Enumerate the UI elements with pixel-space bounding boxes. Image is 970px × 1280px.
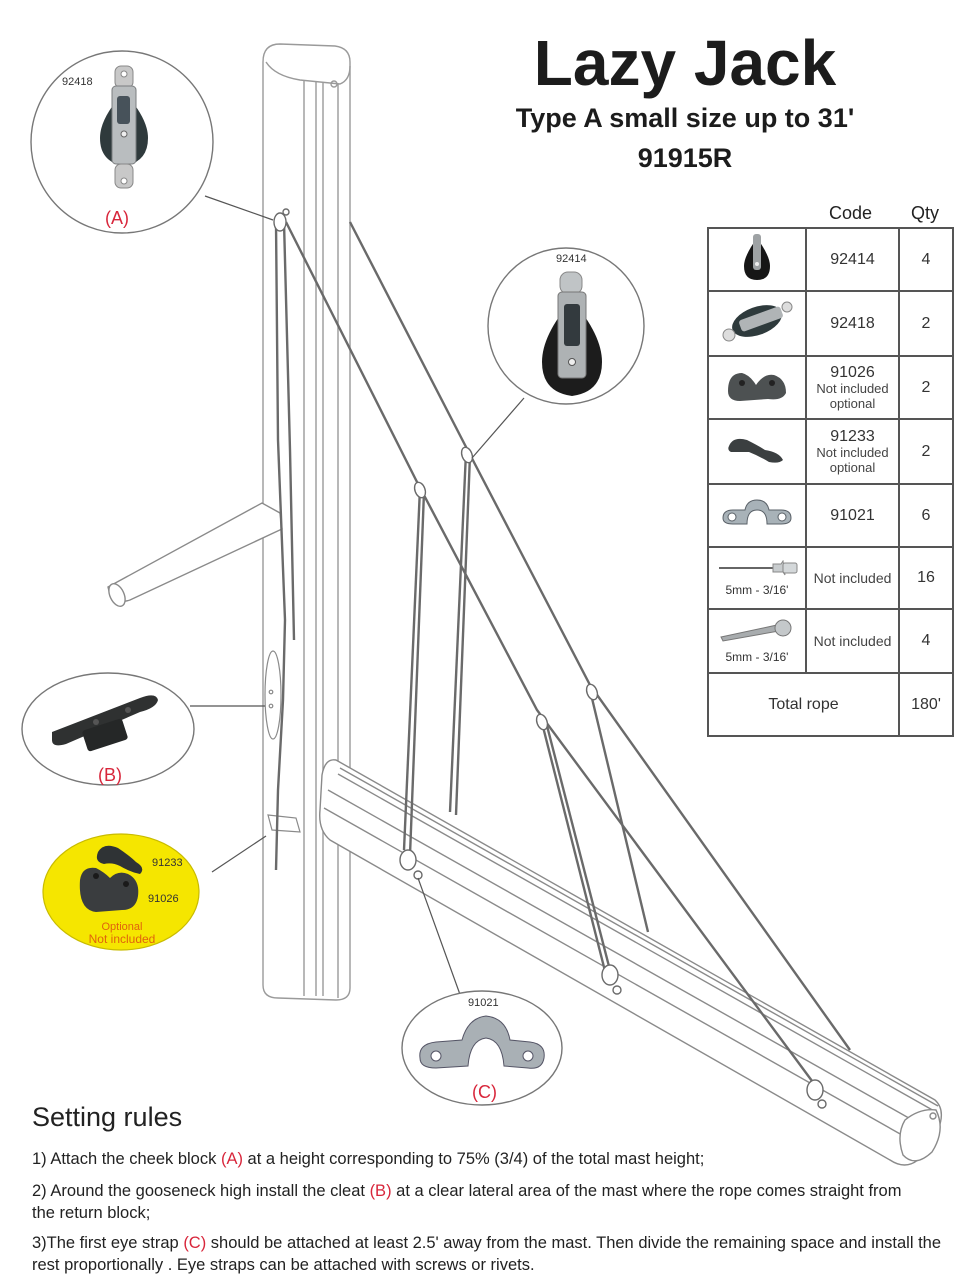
table-row: 91233 Not included optional 2: [707, 418, 954, 485]
mast-cleat: [264, 650, 282, 740]
product-code: 91915R: [637, 143, 733, 173]
qty-cell: 16: [898, 546, 954, 610]
optional-line: Optional: [101, 921, 143, 933]
spreader-arm: [107, 502, 283, 607]
callout-b-ellipse: [21, 672, 195, 786]
code-cell: Not included: [805, 608, 900, 674]
callout-optional-code-top: 91233: [152, 857, 183, 869]
callout-c-ellipse: [401, 990, 563, 1106]
table-row: 5mm - 3/16' Not included 16: [707, 546, 954, 610]
marker-c: (C): [183, 1234, 207, 1252]
qty-cell: 4: [898, 227, 954, 292]
rules-title: Setting rules: [32, 1102, 183, 1132]
qty-cell: 6: [898, 483, 954, 548]
table-row-total: Total rope 180': [707, 672, 954, 737]
code-cell: 92418: [805, 290, 900, 357]
not-included-line: Not included: [88, 932, 156, 946]
callout-c-label: (C): [472, 1082, 497, 1102]
size-label: 5mm - 3/16': [725, 582, 789, 597]
size-label: 5mm - 3/16': [725, 649, 789, 664]
note: Not included optional: [816, 445, 889, 475]
rivet-icon: 5mm - 3/16': [707, 546, 807, 610]
callout-optional-ellipse: [42, 833, 200, 951]
qty-cell: 2: [898, 290, 954, 357]
cheek-block-icon: [707, 290, 807, 357]
total-value: 180': [898, 672, 954, 737]
mast-cam-cleat: [267, 814, 301, 833]
callout-leaders: [190, 195, 525, 1001]
lazy-jack-lines: [274, 221, 851, 1086]
cam-cleat-icon: [707, 355, 807, 420]
note: Not included optional: [816, 381, 889, 411]
table-row: 92414 4: [707, 227, 954, 292]
column-header-qty: Qty: [910, 203, 939, 223]
parts-table: 92414 4 92418 2 91026 Not included optio…: [707, 227, 954, 737]
qty-cell: 2: [898, 418, 954, 485]
qty-cell: 4: [898, 608, 954, 674]
page-title: Lazy Jack: [533, 27, 837, 99]
fairlead-icon: [707, 418, 807, 485]
callout-a-circle: [30, 50, 214, 234]
rope-blocks: [273, 208, 827, 1109]
marker-a: (A): [220, 1150, 243, 1168]
rule-2: 2) Around the gooseneck high install the…: [32, 1182, 902, 1222]
table-row: 92418 2: [707, 290, 954, 357]
callout-b-label: (B): [98, 765, 122, 785]
qty-cell: 2: [898, 355, 954, 420]
code-cell: 91026 Not included optional: [805, 355, 900, 420]
callout-block-code: 92414: [556, 253, 587, 265]
callout-a-label: (A): [105, 208, 129, 228]
callout-block-circle: [487, 247, 645, 405]
callout-optional-code-bottom: 91026: [148, 893, 179, 905]
table-row: 91026 Not included optional 2: [707, 355, 954, 420]
code-cell: 92414: [805, 227, 900, 292]
code-cell: 91233 Not included optional: [805, 418, 900, 485]
total-label: Total rope: [707, 672, 900, 737]
marker-b: (B): [369, 1182, 392, 1200]
screw-icon: 5mm - 3/16': [707, 608, 807, 674]
callout-c-code: 91021: [468, 997, 499, 1009]
table-row: 5mm - 3/16' Not included 4: [707, 608, 954, 674]
page-subtitle: Type A small size up to 31': [515, 103, 855, 133]
table-row: 91021 6: [707, 483, 954, 548]
eye-strap-icon: [707, 483, 807, 548]
boom: [319, 759, 943, 1166]
code-cell: Not included: [805, 546, 900, 610]
rule-3: 3)The first eye strap (C) should be atta…: [32, 1234, 942, 1274]
column-header-code: Code: [828, 203, 873, 223]
callout-a-code: 92418: [62, 76, 93, 88]
callout-optional-note: Optional Not included: [72, 921, 172, 945]
code-cell: 91021: [805, 483, 900, 548]
rule-1: 1) Attach the cheek block (A) at a heigh…: [32, 1150, 705, 1168]
single-block-icon: [707, 227, 807, 292]
